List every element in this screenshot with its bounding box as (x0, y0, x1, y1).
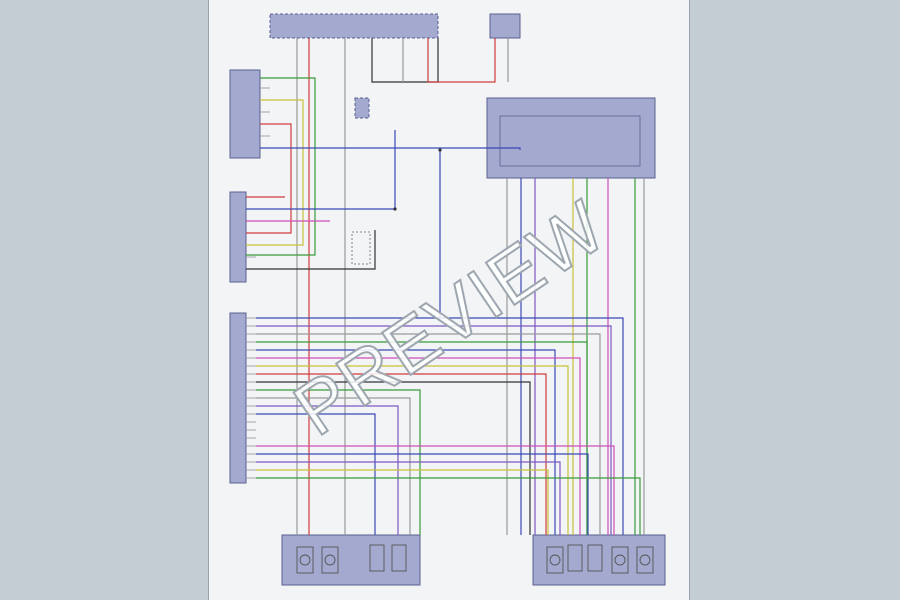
sensor-motor-frame-5 (636, 546, 654, 574)
wire-red-loop (427, 38, 496, 83)
wire-lower-harness-1 (256, 445, 615, 535)
position-sensor-3 (567, 544, 583, 572)
position-sensor-2 (391, 544, 407, 572)
sensor-motor-frame-4 (611, 546, 629, 574)
wire-harness-8 (256, 373, 547, 535)
control-module-connector-box (229, 312, 247, 484)
wire-red-seat (246, 123, 292, 234)
wire-harness-9 (256, 381, 531, 535)
wire-lower-harness-4 (256, 469, 549, 535)
position-sensor-4 (587, 544, 603, 572)
sensor-motor-2 (324, 554, 336, 566)
position-sensor-1 (369, 544, 385, 572)
wire-green-seat-1 (246, 77, 316, 256)
sensor-motor-frame-2 (321, 546, 339, 574)
wire-yellow-seat (246, 99, 304, 246)
sensor-motor-1 (299, 554, 311, 566)
wire-harness-4 (256, 341, 588, 535)
wire-harness-11 (256, 397, 411, 535)
wire-harness-7 (256, 365, 569, 535)
sensor-motor-4 (614, 554, 626, 566)
wire-lower-harness-3 (256, 461, 561, 535)
wire-lower-harness-5 (256, 477, 641, 535)
splice-dot (393, 207, 397, 211)
seat-connector-box (229, 191, 247, 283)
control-switch-module (486, 97, 656, 179)
sensor-motor-5 (639, 554, 651, 566)
sensor-motor-frame-1 (296, 546, 314, 574)
wire-jumper-top (371, 38, 439, 83)
right-sensor-assembly (532, 534, 666, 586)
wire-harness-3 (256, 333, 601, 535)
wire-harness-6 (256, 357, 581, 535)
left-sensor-assembly (281, 534, 421, 586)
sensor-motor-3 (549, 554, 561, 566)
sensor-motor-frame-3 (546, 546, 564, 574)
upper-right-switch-box (489, 13, 521, 39)
wire-harness-10 (256, 389, 421, 535)
wire-harness-13 (256, 413, 376, 535)
wire-harness-2 (256, 325, 612, 535)
heater-element-outline (351, 231, 371, 265)
wire-harness-5 (256, 349, 556, 535)
power-seat-switch-box (229, 69, 261, 159)
small-connector-box (354, 97, 370, 119)
splice-dot (438, 148, 442, 152)
wire-harness-12 (256, 405, 399, 535)
control-switch-inner-frame (499, 115, 641, 167)
wire-blue-seat (260, 147, 521, 150)
wire-lower-harness-2 (256, 453, 589, 535)
junction-block-connector (269, 13, 439, 39)
wire-black-ground (246, 230, 376, 270)
wire-harness-1 (256, 317, 624, 535)
